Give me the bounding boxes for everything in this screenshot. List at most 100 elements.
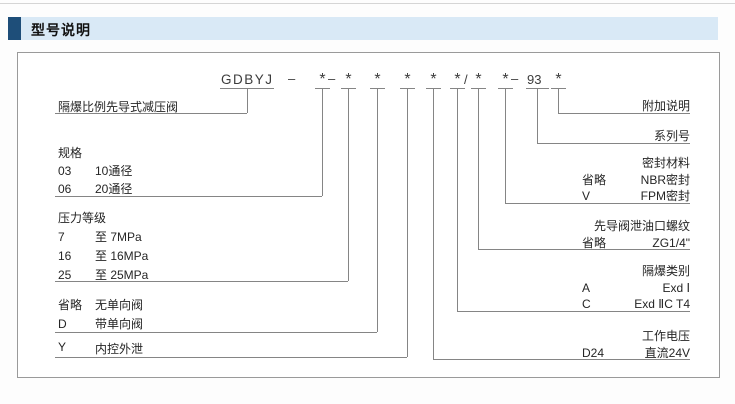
- code-dash: –: [511, 71, 519, 86]
- drain-desc: 内控外泄: [95, 342, 144, 356]
- connector-line: [457, 88, 458, 311]
- label-underline: [457, 311, 690, 312]
- pressure-desc: 至 7MPa: [95, 230, 142, 244]
- voltage-row: D24 直流24V: [582, 345, 690, 362]
- spec-row: 06 20通径: [58, 180, 132, 198]
- voltage-code: D24: [582, 345, 605, 360]
- pilot-thread-code: 省略: [582, 235, 607, 250]
- pressure-block: 压力等级 7 至 7MPa 16 至 16MPa 25 至 25MPa: [58, 209, 148, 285]
- code-star-voltage: *: [430, 71, 437, 88]
- pressure-desc: 至 25MPa: [95, 268, 149, 282]
- code-star-seal: *: [502, 71, 509, 88]
- pressure-code: 25: [58, 268, 72, 282]
- spec-desc: 20通径: [95, 182, 133, 196]
- code-star-exd-class: *: [454, 71, 461, 88]
- check-valve-code: 省略: [58, 298, 83, 312]
- code-star-spec: *: [319, 71, 326, 88]
- voltage-block: 工作电压 D24 直流24V: [582, 328, 690, 361]
- exd-class-desc: Exd ⅡC T4: [634, 297, 690, 311]
- pressure-code: 16: [58, 249, 72, 263]
- code-star-drain: *: [404, 71, 411, 88]
- seal-desc: NBR密封: [640, 172, 690, 187]
- pressure-row: 7 至 7MPa: [58, 228, 148, 247]
- seal-row: 省略 NBR密封: [582, 172, 690, 189]
- seal-block: 密封材料 省略 NBR密封 V FPM密封: [582, 155, 690, 205]
- page-title: 型号说明: [31, 22, 91, 38]
- label-extra-note: 附加说明: [641, 99, 690, 113]
- connector-line: [322, 88, 323, 196]
- spec-block: 规格 03 10通径 06 20通径: [58, 144, 132, 198]
- pressure-desc: 至 16MPa: [95, 249, 149, 263]
- label-series-no: 系列号: [653, 129, 690, 143]
- connector-line: [505, 88, 506, 203]
- pressure-code: 7: [58, 230, 65, 244]
- check-valve-desc: 无单向阀: [95, 298, 144, 312]
- label-underline: [55, 357, 407, 358]
- connector-line: [377, 88, 378, 332]
- pressure-row: 25 至 25MPa: [58, 266, 148, 285]
- check-valve-row: 省略 无单向阀: [58, 296, 143, 315]
- code-star-pressure: *: [345, 71, 352, 88]
- connector-line: [478, 88, 479, 249]
- label-underline: [433, 359, 690, 360]
- label-valve-name: 隔爆比例先导式减压阀: [58, 100, 179, 114]
- exd-class-row: A Exd Ⅰ: [582, 280, 690, 297]
- label-underline: [558, 113, 690, 114]
- seal-title: 密封材料: [641, 156, 690, 170]
- diagram-border-box: [17, 52, 720, 378]
- connector-line: [537, 88, 538, 143]
- check-valve-row: D 带单向阀: [58, 315, 143, 334]
- spec-code: 03: [58, 164, 72, 178]
- code-dash: –: [288, 71, 296, 86]
- spec-desc: 10通径: [95, 164, 133, 178]
- exd-class-code: C: [582, 297, 591, 311]
- connector-line: [247, 88, 248, 113]
- code-star-extra-note: *: [555, 71, 562, 88]
- spec-row: 03 10通径: [58, 162, 132, 180]
- seal-code: V: [582, 189, 591, 203]
- label-underline: [55, 332, 377, 333]
- model-code-prefix: GDBYJ: [221, 72, 274, 87]
- pilot-thread-desc: ZG1/4": [652, 235, 690, 250]
- code-dash: –: [328, 71, 336, 86]
- exd-class-block: 隔爆类别 A Exd Ⅰ C Exd ⅡC T4: [582, 263, 690, 313]
- check-valve-desc: 带单向阀: [95, 317, 144, 331]
- exd-class-row: C Exd ⅡC T4: [582, 296, 690, 313]
- label-underline: [55, 196, 322, 197]
- connector-line: [407, 88, 408, 357]
- label-underline: [55, 281, 348, 282]
- label-underline: [537, 143, 690, 144]
- code-slash: /: [464, 72, 468, 87]
- page-top-rule: [0, 3, 735, 4]
- pilot-thread-block: 先导阀泄油口螺纹 省略 ZG1/4": [582, 218, 690, 251]
- check-valve-code: D: [58, 317, 67, 331]
- pilot-thread-row: 省略 ZG1/4": [582, 235, 690, 252]
- code-star-pilot-thread: *: [475, 71, 482, 88]
- voltage-title: 工作电压: [641, 329, 690, 343]
- seal-desc: FPM密封: [640, 189, 690, 203]
- voltage-desc: 直流24V: [644, 345, 690, 360]
- pressure-title: 压力等级: [58, 211, 107, 225]
- label-underline: [55, 113, 247, 114]
- exd-class-title: 隔爆类别: [641, 264, 690, 278]
- pressure-row: 16 至 16MPa: [58, 247, 148, 266]
- connector-line: [433, 88, 434, 359]
- code-star-check-valve: *: [374, 71, 381, 88]
- pilot-thread-title: 先导阀泄油口螺纹: [593, 219, 690, 233]
- drain-code: Y: [58, 340, 67, 354]
- seal-code: 省略: [582, 172, 607, 187]
- drain-block: Y 内控外泄: [58, 340, 143, 357]
- connector-line: [558, 88, 559, 113]
- header-accent-square: [8, 17, 21, 40]
- label-underline: [505, 203, 690, 204]
- spec-title: 规格: [58, 146, 83, 160]
- section-header-bar: [8, 17, 718, 40]
- model-code-series: 93: [527, 72, 542, 87]
- connector-line: [348, 88, 349, 281]
- exd-class-desc: Exd Ⅰ: [662, 280, 690, 295]
- drain-row: Y 内控外泄: [58, 340, 143, 357]
- exd-class-code: A: [582, 280, 591, 295]
- seal-row: V FPM密封: [582, 188, 690, 205]
- check-valve-block: 省略 无单向阀 D 带单向阀: [58, 296, 143, 334]
- label-underline: [478, 249, 690, 250]
